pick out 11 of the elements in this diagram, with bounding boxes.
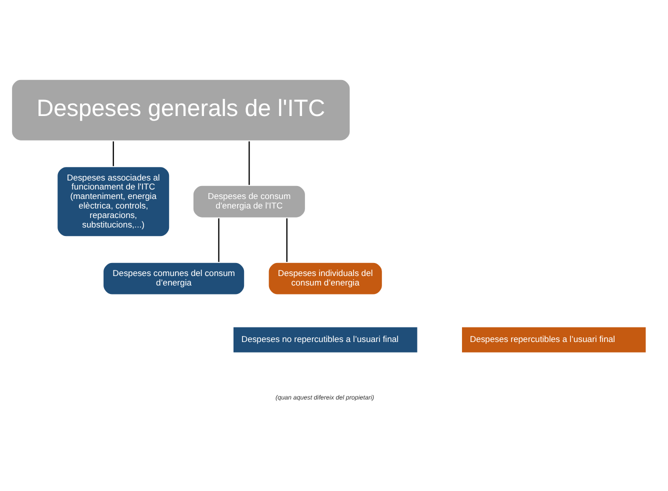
- connector: [112, 140, 114, 166]
- connector: [218, 218, 220, 262]
- node-box: Despeses individuals del consum d’energia: [267, 260, 384, 296]
- node-box: Despeses comunes del consum d’energia: [102, 260, 246, 296]
- node-box: Despeses de consum d'energia de l'ITC: [192, 184, 307, 218]
- connector: [286, 218, 288, 262]
- node-box: Despeses generals de l'ITC: [10, 78, 352, 142]
- legend-label: Despeses no repercutibles a l’usuari final: [241, 334, 399, 344]
- connector: [248, 140, 250, 184]
- legend-label: Despeses repercutibles a l’usuari final: [470, 334, 616, 344]
- node-box: Despeses associades al funcionament de l'ITC (manteniment, energia elèctrica, controls, reparacions, substitucions,...): [56, 165, 171, 238]
